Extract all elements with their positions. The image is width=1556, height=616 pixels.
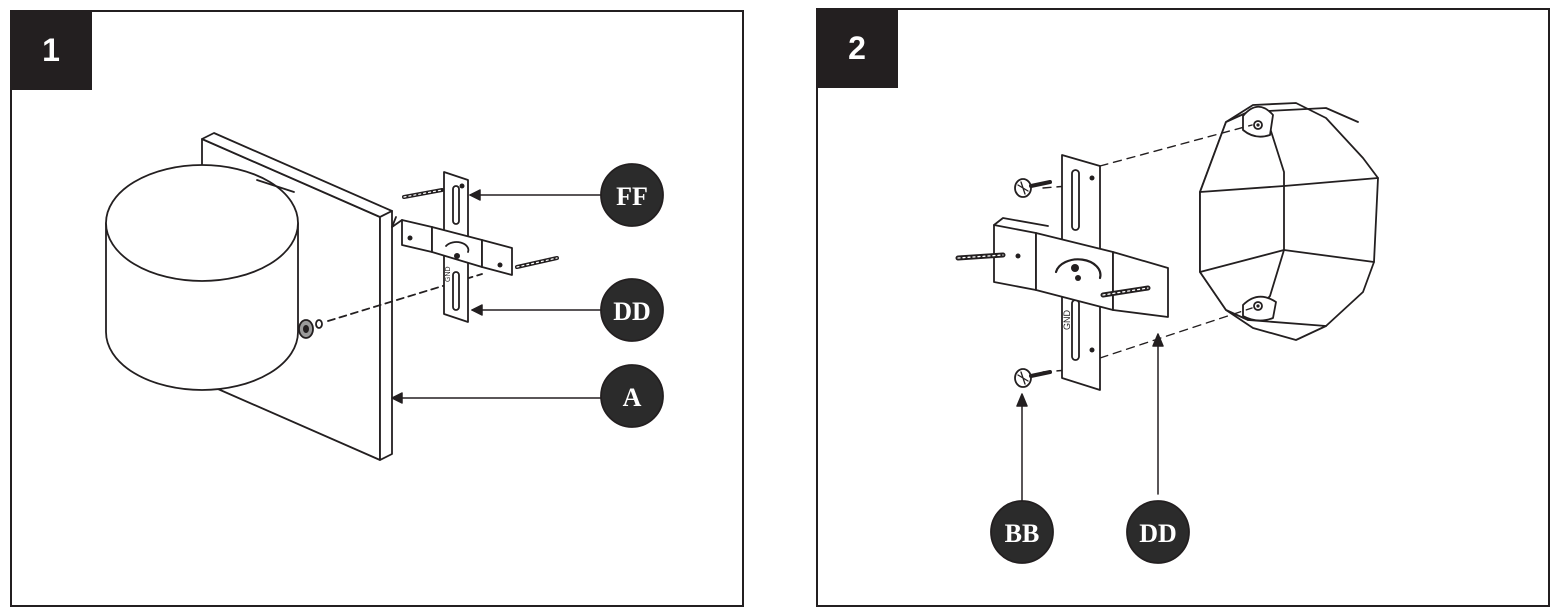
callout-bb: BB	[990, 500, 1054, 564]
svg-text:DD: DD	[613, 297, 651, 326]
step-number-badge: 1	[10, 10, 92, 90]
bracket-screws	[955, 252, 1151, 298]
leader-lines	[1016, 333, 1164, 503]
svg-text:BB: BB	[1005, 519, 1040, 548]
callout-ff: FF	[600, 163, 664, 227]
callout-a: A	[600, 364, 664, 428]
step-1-illustration: GND FF DD	[105, 132, 664, 461]
step-number-badge: 2	[816, 8, 898, 88]
svg-text:DD: DD	[1139, 519, 1177, 548]
svg-text:FF: FF	[616, 182, 648, 211]
step-2-panel: 2	[816, 8, 1550, 607]
step-2-illustration: GND	[955, 102, 1379, 564]
mounting-screws	[402, 188, 559, 269]
step-1-panel: 1	[10, 10, 744, 607]
leader-lines	[391, 189, 603, 404]
gnd-marking: GND	[445, 266, 452, 282]
gnd-marking: GND	[1062, 310, 1072, 331]
junction-box	[1199, 102, 1379, 341]
callout-dd: DD	[600, 278, 664, 342]
box-screws	[1014, 178, 1052, 388]
mounting-bracket: GND	[391, 171, 513, 323]
mounting-bracket: GND	[993, 154, 1169, 391]
callout-dd: DD	[1126, 500, 1190, 564]
svg-text:A: A	[623, 383, 642, 412]
cylinder-shade	[105, 164, 299, 391]
